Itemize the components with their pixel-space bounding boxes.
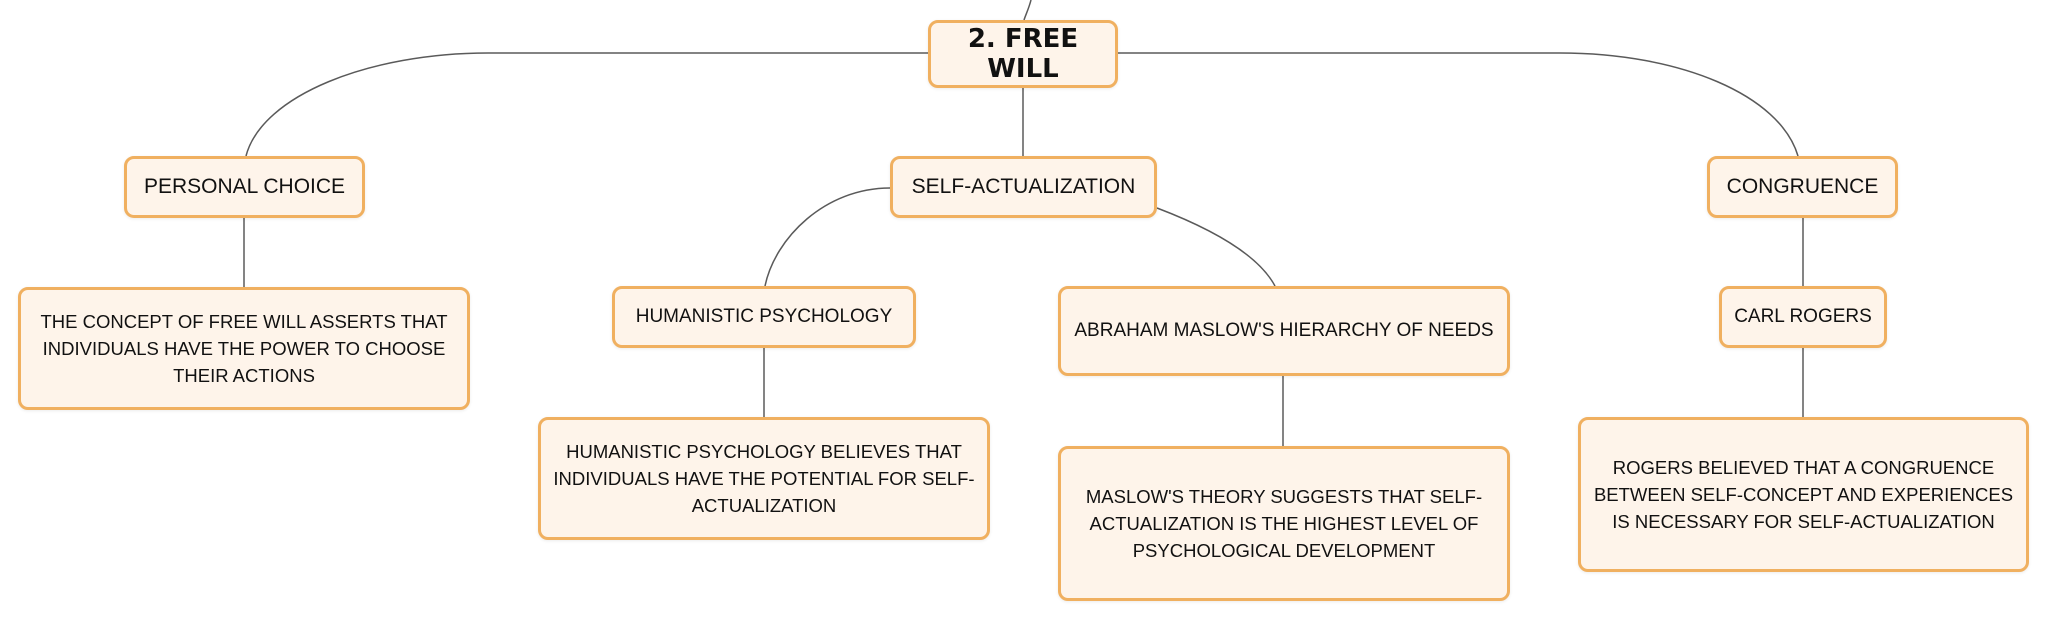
node-maslow-hierarchy-label: ABRAHAM MASLOW'S HIERARCHY OF NEEDS — [1074, 320, 1494, 341]
node-humanistic-psychology[interactable]: HUMANISTIC PSYCHOLOGY — [612, 286, 916, 348]
connector-root-to-personal-choice — [245, 52, 928, 157]
node-self-actualization[interactable]: SELF-ACTUALIZATION — [890, 156, 1157, 218]
root-node-label: 2. FREE WILL — [967, 24, 1079, 84]
node-personal-choice[interactable]: PERSONAL CHOICE — [124, 156, 365, 218]
node-rogers-congruence-text[interactable]: ROGERS BELIEVED THAT A CONGRUENCE BETWEE… — [1578, 417, 2029, 572]
node-carl-rogers-label: CARL ROGERS — [1734, 306, 1872, 327]
node-personal-choice-label: PERSONAL CHOICE — [143, 175, 346, 198]
connector-self-actualization-to-maslow-hierarchy — [1156, 207, 1276, 287]
node-free-will-concept-text-label: THE CONCEPT OF FREE WILL ASSERTS THAT IN… — [40, 311, 448, 386]
root-node-free-will[interactable]: 2. FREE WILL — [928, 20, 1118, 88]
node-congruence-label: CONGRUENCE — [1726, 175, 1879, 198]
node-maslow-theory-text-label: MASLOW'S THEORY SUGGESTS THAT SELF-ACTUA… — [1085, 486, 1483, 561]
connector-root-to-congruence — [1118, 52, 1799, 157]
node-humanistic-psychology-text-label: HUMANISTIC PSYCHOLOGY BELIEVES THAT INDI… — [553, 441, 975, 516]
connector-parent-to-root — [1023, 0, 1032, 21]
node-humanistic-psychology-label: HUMANISTIC PSYCHOLOGY — [635, 306, 893, 327]
node-self-actualization-label: SELF-ACTUALIZATION — [911, 175, 1136, 198]
node-maslow-hierarchy[interactable]: ABRAHAM MASLOW'S HIERARCHY OF NEEDS — [1058, 286, 1510, 376]
node-maslow-theory-text[interactable]: MASLOW'S THEORY SUGGESTS THAT SELF-ACTUA… — [1058, 446, 1510, 601]
node-rogers-congruence-text-label: ROGERS BELIEVED THAT A CONGRUENCE BETWEE… — [1593, 457, 2014, 532]
node-humanistic-psychology-text[interactable]: HUMANISTIC PSYCHOLOGY BELIEVES THAT INDI… — [538, 417, 990, 540]
node-free-will-concept-text[interactable]: THE CONCEPT OF FREE WILL ASSERTS THAT IN… — [18, 287, 470, 410]
node-congruence[interactable]: CONGRUENCE — [1707, 156, 1898, 218]
node-carl-rogers[interactable]: CARL ROGERS — [1719, 286, 1887, 348]
connector-self-actualization-to-humanistic-psychology — [764, 187, 891, 287]
